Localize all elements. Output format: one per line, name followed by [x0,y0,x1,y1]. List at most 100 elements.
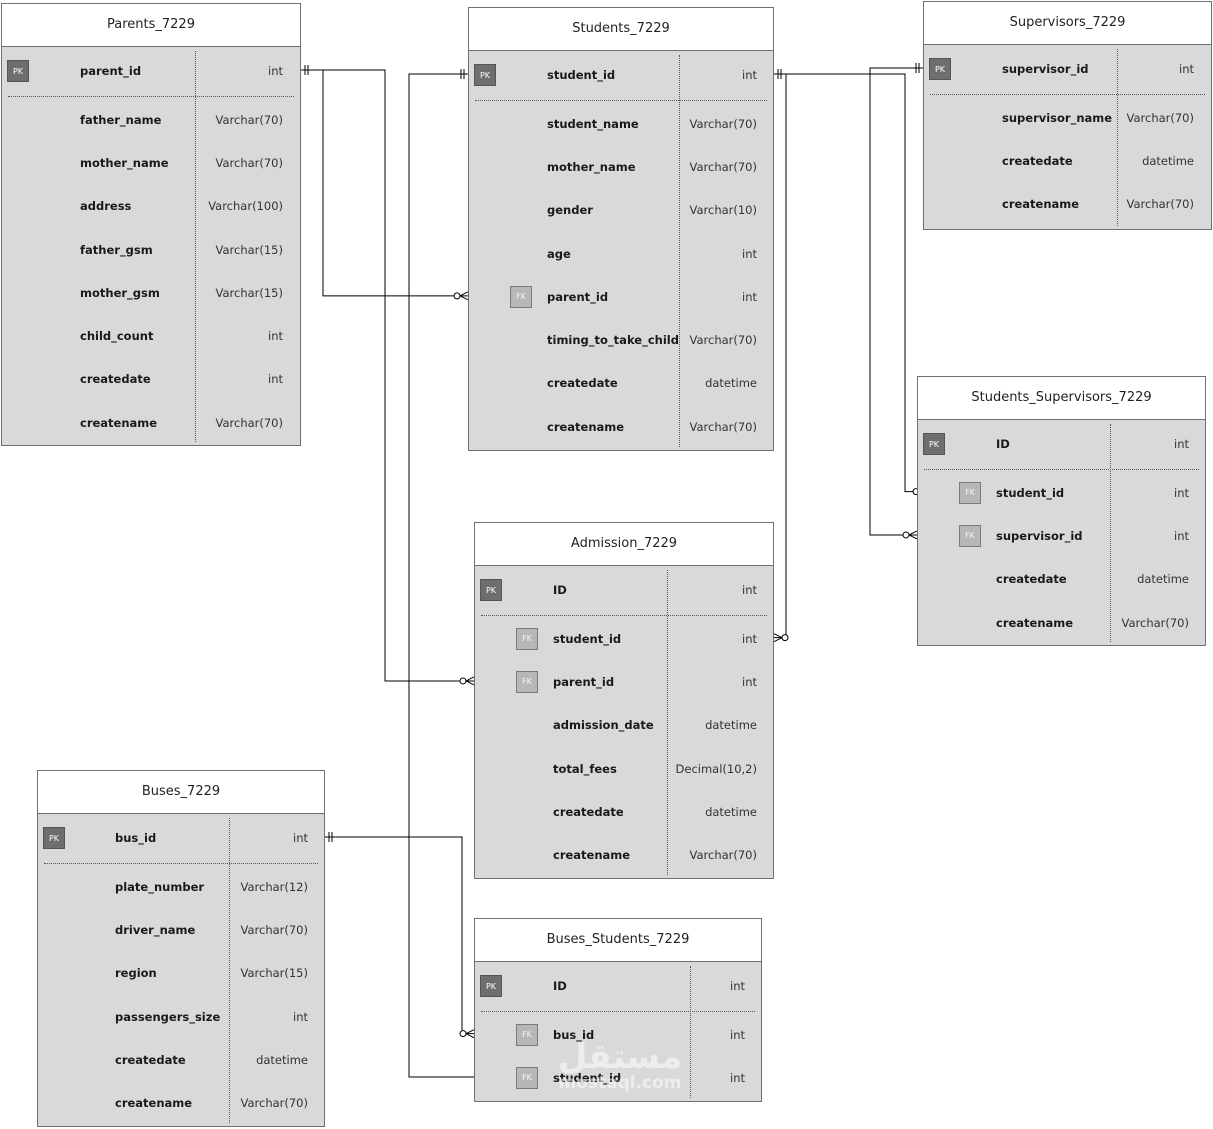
field-name[interactable]: createdate [553,804,624,819]
field-name[interactable]: createname [1002,197,1080,212]
field-name[interactable]: supervisor_id [996,528,1083,543]
column-divider [667,570,668,875]
field-type: int [268,64,283,78]
field-type: Varchar(70) [689,419,758,434]
field-type: Varchar(70) [689,333,758,348]
field-name[interactable]: age [547,246,571,261]
field-name[interactable]: parent_id [547,289,609,304]
field-type: int [293,831,308,845]
optional-marker [459,1030,467,1038]
entity-title: Students_Supervisors_7229 [918,377,1205,420]
rel-buses-busesstudents [325,836,474,1035]
field-name[interactable]: ID [553,583,567,597]
watermark: مستقل mostaql.com [520,1040,720,1092]
field-type: Varchar(70) [689,848,758,863]
field-name[interactable]: supervisor_name [1002,110,1113,125]
field-type: Varchar(70) [215,155,284,170]
field-type: datetime [1142,153,1194,168]
field-name[interactable]: student_id [553,631,622,646]
field-name[interactable]: createname [996,615,1074,630]
entity-title: Students_7229 [469,8,773,51]
rel-students-admission [774,73,787,639]
entity-title: Buses_7229 [38,771,324,814]
field-type: Varchar(70) [1126,197,1195,212]
field-type: Varchar(70) [689,116,758,131]
field-name[interactable]: student_id [996,485,1065,500]
field-name[interactable]: ID [553,979,567,993]
field-name[interactable]: mother_name [547,159,636,174]
fk-key-icon: FK [516,670,538,693]
field-name[interactable]: plate_number [115,879,205,894]
fk-key-icon: FK [516,627,538,650]
field-name[interactable]: parent_id [553,674,615,689]
field-name[interactable]: address [80,199,132,214]
entity-title: Buses_Students_7229 [475,919,761,962]
field-name[interactable]: timing_to_take_child [547,333,679,348]
field-name[interactable]: bus_id [115,831,157,845]
key-divider [475,100,767,101]
field-name[interactable]: createname [547,419,625,434]
field-name[interactable]: mother_gsm [80,285,160,300]
field-name[interactable]: createdate [80,372,151,387]
many-marker [773,633,783,639]
field-type: int [730,1070,745,1085]
field-type: int [730,979,745,993]
field-name[interactable]: father_gsm [80,242,153,257]
key-divider [924,469,1199,470]
field-type: Varchar(100) [208,199,283,214]
field-type: datetime [705,718,757,733]
field-type: int [742,583,757,597]
field-name[interactable]: parent_id [80,64,142,78]
field-type: Varchar(70) [240,922,309,937]
column-divider [1117,49,1118,226]
field-name[interactable]: student_id [553,1070,622,1085]
key-divider [8,96,294,97]
field-name[interactable]: createdate [1002,153,1073,168]
field-name[interactable]: student_name [547,116,639,131]
many-marker [465,680,475,686]
field-name[interactable]: mother_name [80,155,169,170]
field-name[interactable]: bus_id [553,1027,595,1042]
field-name[interactable]: father_name [80,112,162,127]
field-name[interactable]: admission_date [553,718,654,733]
many-marker [773,637,783,643]
field-name[interactable]: gender [547,203,593,218]
field-name[interactable]: ID [996,437,1010,451]
many-marker [465,1033,475,1039]
rel-students-studentssupervisors [786,73,927,493]
field-name[interactable]: child_count [80,329,154,344]
entity-title: Parents_7229 [2,4,300,47]
field-type: int [742,68,757,82]
field-name[interactable]: student_id [547,68,616,82]
field-type: int [742,289,757,304]
field-name[interactable]: driver_name [115,922,196,937]
field-name[interactable]: total_fees [553,761,617,776]
field-name[interactable]: createdate [547,376,618,391]
field-name[interactable]: createdate [115,1052,186,1067]
field-type: Varchar(15) [215,242,284,257]
field-type: int [268,329,283,344]
fk-key-icon: FK [516,1023,538,1046]
many-marker [465,1029,475,1035]
entity-title: Admission_7229 [475,523,773,566]
field-name[interactable]: createdate [996,572,1067,587]
field-name[interactable]: region [115,966,157,981]
field-name[interactable]: createname [553,848,631,863]
field-name[interactable]: createname [80,415,158,430]
field-type: int [1174,485,1189,500]
field-name[interactable]: createname [115,1096,193,1111]
field-type: Varchar(10) [689,203,758,218]
field-name[interactable]: supervisor_id [1002,62,1089,76]
pk-key-icon: PK [474,64,496,86]
optional-marker [453,292,461,300]
field-name[interactable]: passengers_size [115,1009,221,1024]
field-type: Varchar(70) [689,159,758,174]
pk-key-icon: PK [480,579,502,601]
